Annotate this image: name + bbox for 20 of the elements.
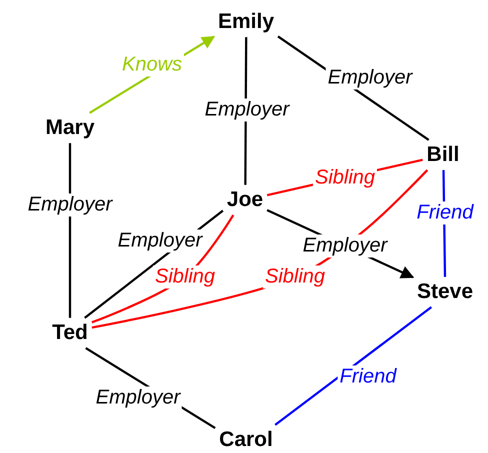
- edge-label: Employer: [326, 66, 414, 90]
- edge-label: Knows: [120, 54, 184, 76]
- edge-label: Employer: [300, 234, 390, 258]
- edge-label: Employer: [116, 230, 204, 252]
- person-name: Steve: [416, 280, 474, 304]
- edge-label: Sibling: [312, 166, 378, 190]
- connector: [68, 143, 72, 318]
- edge-label: Employer: [26, 194, 114, 216]
- person-name: Carol: [218, 428, 274, 452]
- connector: [274, 306, 432, 426]
- person-name: Mary: [44, 116, 96, 140]
- person-name: Ted: [51, 320, 89, 346]
- person-name: Emily: [216, 10, 276, 34]
- person-name: Bill: [426, 142, 460, 168]
- edge-label: Employer: [94, 386, 182, 410]
- edge-label: Friend: [414, 202, 476, 224]
- person-name: Joe: [226, 188, 264, 212]
- edge-label: Employer: [202, 98, 292, 122]
- edge-label: Sibling: [152, 266, 218, 288]
- edge-label: Sibling: [262, 266, 328, 288]
